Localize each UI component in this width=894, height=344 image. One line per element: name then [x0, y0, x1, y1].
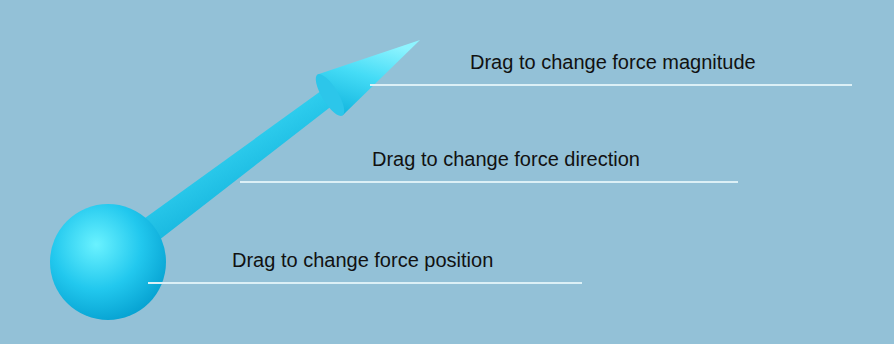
leader-line-start — [370, 84, 392, 86]
leader-line — [370, 84, 852, 86]
leader-line-start — [148, 282, 166, 284]
leader-lines — [148, 85, 852, 283]
callout-label: Drag to change force magnitude — [470, 50, 756, 74]
leader-line — [240, 181, 738, 183]
position-sphere — [50, 204, 166, 320]
callout-label: Drag to change force direction — [372, 147, 640, 171]
leader-line-start — [240, 181, 262, 183]
callout-label: Drag to change force position — [232, 248, 493, 272]
leader-line — [148, 282, 582, 284]
arrow-head-base — [311, 70, 350, 119]
